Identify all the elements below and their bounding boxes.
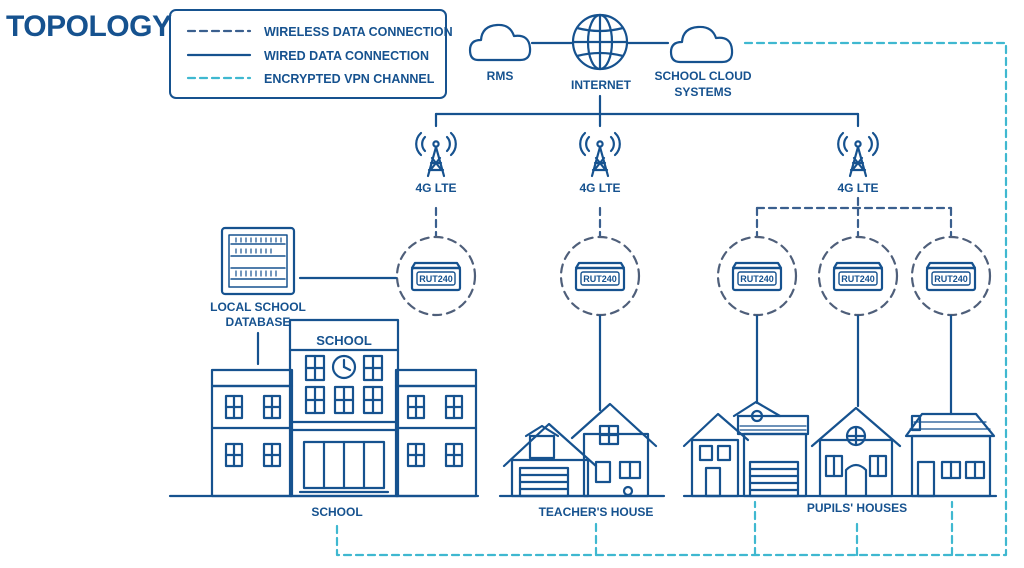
vpn-channel (335, 41, 1008, 557)
wireless-links (434, 196, 953, 238)
tower-icon (579, 131, 621, 178)
wired-links (256, 276, 953, 416)
site-label-school: SCHOOL (311, 505, 362, 519)
internet-backbone (434, 94, 860, 128)
rms-cloud-icon (468, 23, 532, 62)
legend-wireless-label: WIRELESS DATA CONNECTION (264, 25, 453, 39)
router-rut240-pupil-2: RUT240 (817, 235, 899, 317)
legend-wired-label: WIRED DATA CONNECTION (264, 49, 429, 63)
school-cloud-label-2: SYSTEMS (674, 85, 731, 99)
router-rut240-pupil-1: RUT240 (716, 235, 798, 317)
device-label: RUT240 (419, 274, 453, 284)
router-rut240-pupil-3: RUT240 (910, 235, 992, 317)
internet-globe-icon (571, 13, 629, 71)
site-label-teacher: TEACHER'S HOUSE (539, 505, 654, 519)
school-building-icon (168, 318, 480, 498)
pupil-houses-icon (682, 400, 998, 498)
router-rut240-school: RUT240 (395, 235, 477, 317)
rms-label: RMS (487, 69, 514, 83)
school-sign: SCHOOL (316, 333, 372, 348)
tower-icon (415, 131, 457, 178)
device-label: RUT240 (740, 274, 774, 284)
legend-vpn-label: ENCRYPTED VPN CHANNEL (264, 72, 435, 86)
database-server-icon (220, 226, 296, 296)
tower-label-pupils: 4G LTE (837, 181, 878, 195)
tower-label-teacher: 4G LTE (579, 181, 620, 195)
school-cloud-icon (669, 25, 734, 64)
database-label-2: DATABASE (226, 315, 291, 329)
device-label: RUT240 (934, 274, 968, 284)
device-label: RUT240 (583, 274, 617, 284)
tower-label-school: 4G LTE (415, 181, 456, 195)
router-rut240-teacher: RUT240 (559, 235, 641, 317)
diagram-title: TOPOLOGY (6, 10, 172, 43)
tower-icon (837, 131, 879, 178)
site-label-pupils: PUPILS' HOUSES (807, 501, 907, 515)
internet-label: INTERNET (571, 78, 632, 92)
school-cloud-label-1: SCHOOL CLOUD (654, 69, 751, 83)
legend: WIRELESS DATA CONNECTION WIRED DATA CONN… (169, 9, 453, 99)
database-label-1: LOCAL SCHOOL (210, 300, 306, 314)
device-label: RUT240 (841, 274, 875, 284)
teacher-house-icon (498, 402, 666, 498)
